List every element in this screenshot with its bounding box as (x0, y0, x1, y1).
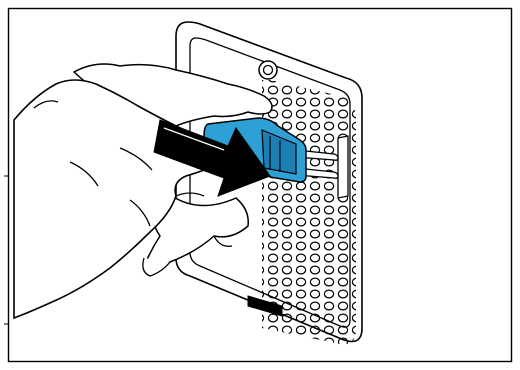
screw-icon (259, 61, 277, 79)
socket-outline (338, 136, 348, 198)
